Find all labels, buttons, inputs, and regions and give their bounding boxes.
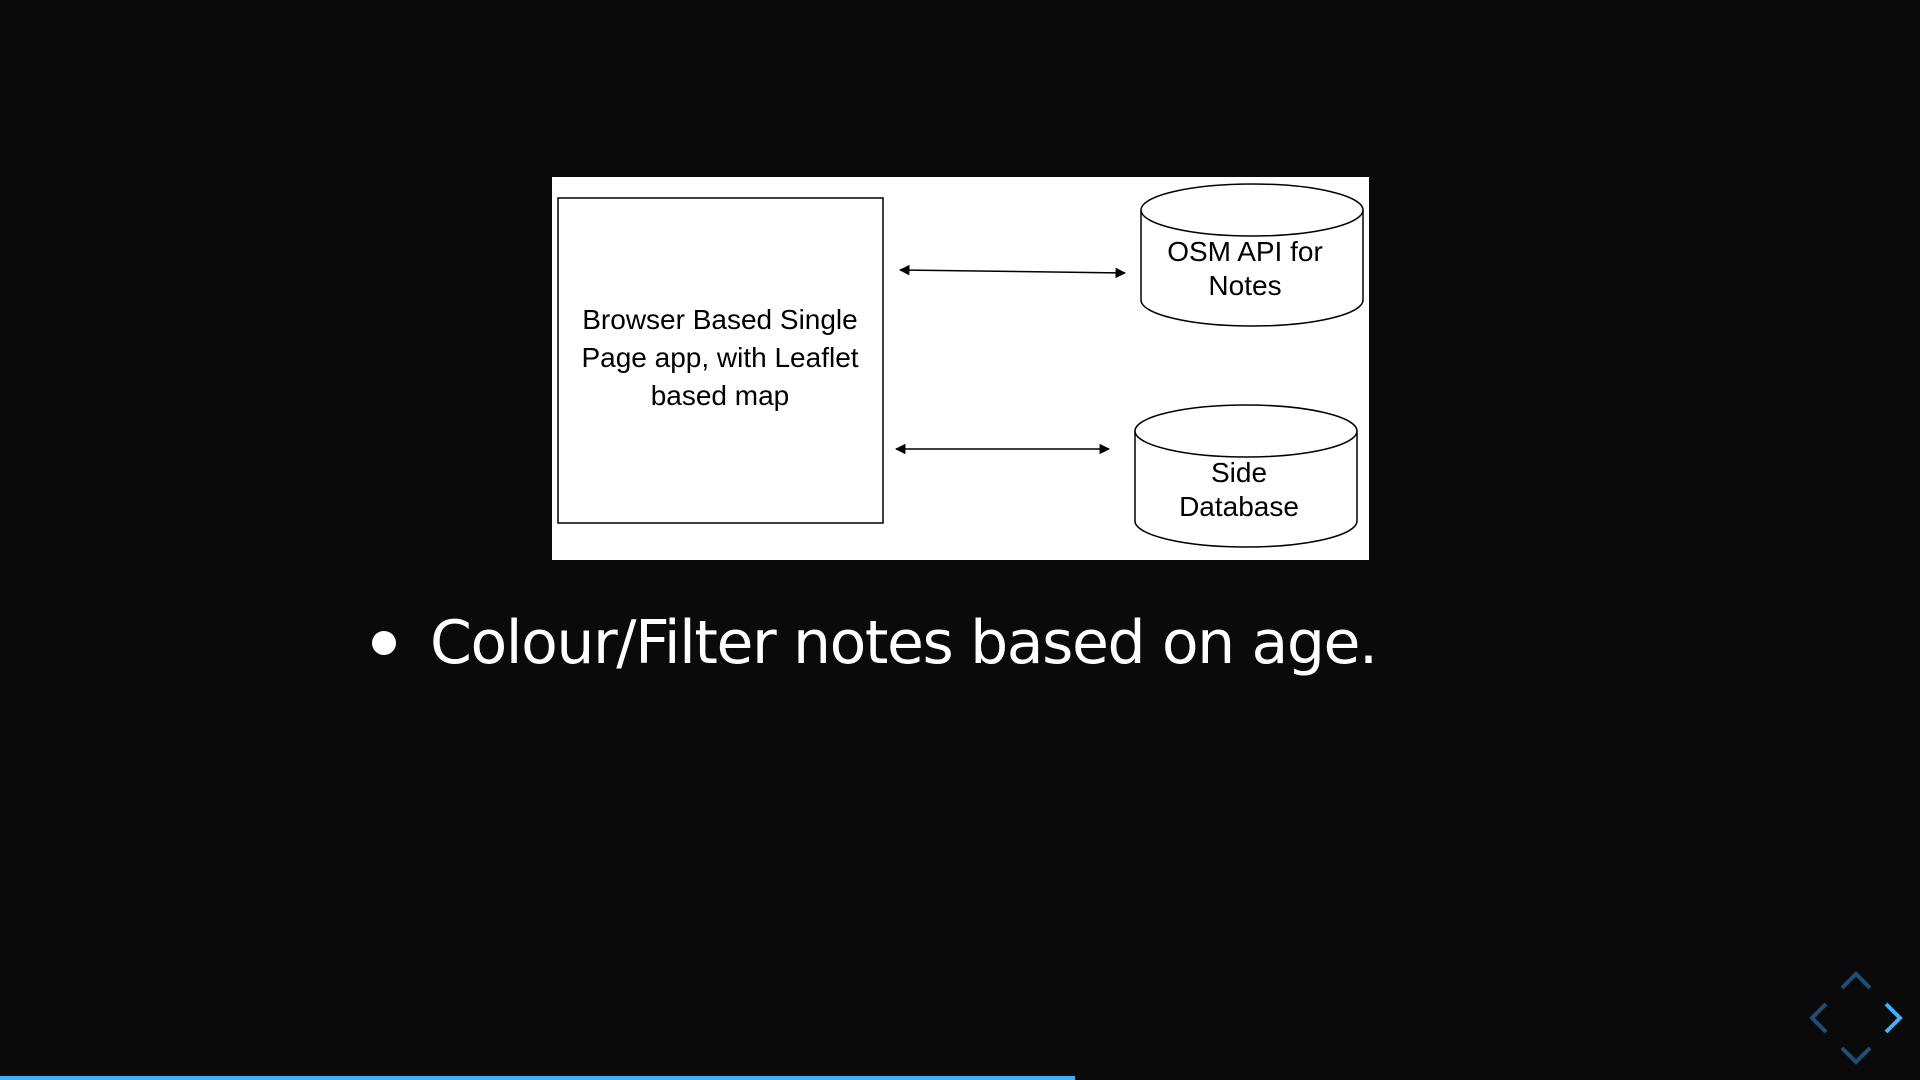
bullet-list-item: Colour/Filter notes based on age.	[372, 603, 1378, 683]
chevron-left-icon[interactable]	[1808, 1000, 1830, 1036]
progress-fill	[0, 1076, 1076, 1080]
spa-app-label-line-3: based map	[651, 380, 790, 411]
arrow-app-osm-api	[898, 264, 1127, 279]
side-database-label-line-2: Database	[1179, 491, 1299, 522]
spa-app-box	[557, 197, 884, 524]
side-database-icon	[1134, 404, 1358, 548]
osm-api-label-line-2: Notes	[1208, 270, 1281, 301]
chevron-up-icon[interactable]	[1838, 970, 1874, 992]
osm-api-label-line-1: OSM API for	[1167, 236, 1323, 267]
presentation-progress-bar	[0, 1076, 1920, 1080]
chevron-right-icon[interactable]	[1882, 1000, 1904, 1036]
bullet-text: Colour/Filter notes based on age.	[430, 608, 1378, 678]
spa-app-label-line-2: Page app, with Leaflet	[581, 342, 858, 373]
slide-navigation-controls	[1808, 970, 1904, 1066]
architecture-diagram: Browser Based Single Page app, with Leaf…	[552, 177, 1369, 560]
bullet-marker	[372, 631, 396, 655]
osm-api-database-icon	[1140, 183, 1364, 327]
spa-app-label-line-1: Browser Based Single	[582, 304, 857, 335]
chevron-down-icon[interactable]	[1838, 1044, 1874, 1066]
side-database-label-line-1: Side	[1211, 457, 1267, 488]
